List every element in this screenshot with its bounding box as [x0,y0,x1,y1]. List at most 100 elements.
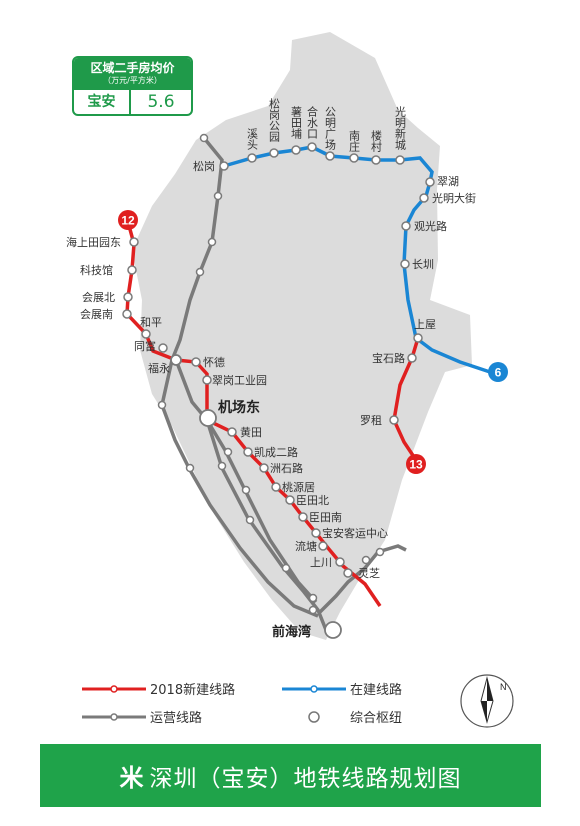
station-marker-misc-7 [217,461,227,471]
price-row: 宝安 5.6 [74,90,191,114]
footer-banner: 米 深圳（宝安）地铁线路规划图 [40,744,541,807]
station-marker-kejiguan[interactable] [127,265,137,275]
station-label-cuiganggongyeyuan: 翠岗工业园 [212,374,267,387]
station-marker-huizhanbei[interactable] [123,292,133,302]
station-marker-tongfu[interactable] [158,343,168,353]
station-marker-changzhen[interactable] [400,259,410,269]
station-marker-misc-4 [195,267,205,277]
station-label-baoankeyunzhongxin: 宝安客运中心 [322,526,388,540]
station-marker-liutang[interactable] [318,541,328,551]
station-marker-chentiannan[interactable] [298,512,308,522]
station-label-baoshilu: 宝石路 [372,351,405,365]
station-marker-huizhannan[interactable] [122,309,132,319]
station-marker-heshuikou[interactable] [307,142,317,152]
legend-item-under-construction: 在建线路 [282,682,402,698]
station-marker-cuiganggongyeyuan[interactable] [202,375,212,385]
station-marker-haishangtianyuandong[interactable] [129,237,139,247]
line-6-badge: 6 [488,362,508,382]
station-label-chentianbei: 臣田北 [296,494,329,507]
station-label-shangwu: 上屋 [414,318,436,331]
line-6-badge-label: 6 [495,366,502,380]
operating-line-3 [205,419,318,604]
station-marker-taoyuanju[interactable] [271,482,281,492]
station-marker-misc-8 [241,485,251,495]
station-label-qianhaiwan: 前海湾 [272,624,311,640]
station-marker-zhoushilu[interactable] [259,463,269,473]
station-marker-misc-12 [308,593,318,603]
station-marker-misc-15 [375,547,385,557]
price-area: 宝安 [74,90,131,114]
station-label-taoyuanju: 桃源居 [282,480,315,494]
baoan-district-region-east [345,296,432,420]
price-unit: （万元/平方米） [103,76,162,85]
legend-item-new-2018: 2018新建线路 [82,682,235,698]
station-label-huaide: 怀德 [203,355,225,369]
station-marker-huangtian[interactable] [227,427,237,437]
operating-line-1 [160,136,319,618]
station-marker-misc-10 [245,515,255,525]
station-label-lingzhi: 灵芝 [358,567,380,580]
station-marker-luozu[interactable] [389,415,399,425]
station-marker-misc-11 [281,563,291,573]
station-marker-lingzhi[interactable] [343,568,353,578]
operating-line-4 [318,544,407,614]
price-info-box: 区域二手房均价 （万元/平方米） 宝安 5.6 [72,56,193,116]
station-label-shutianpu: 薯田埔 [290,106,303,139]
station-marker-misc-9 [223,447,233,457]
station-marker-misc-14 [361,555,371,565]
station-marker-xitou[interactable] [247,153,257,163]
station-marker-huaide[interactable] [191,357,201,367]
station-marker-shutianpu[interactable] [291,145,301,155]
compass-north-label: N [500,682,507,692]
station-marker-songgang[interactable] [219,161,229,171]
baoan-district-region [132,32,472,640]
station-marker-baoshilu[interactable] [407,353,417,363]
station-marker-chentianbei[interactable] [285,495,295,505]
line-6-route [223,145,491,374]
station-label-jichangdong: 机场东 [218,399,260,416]
station-labels: 松岗 翠湖 光明大街 观光路 长圳 上屋 宝石路 罗租 海上田园东 科技馆 会展… [66,159,476,580]
line-13-badge: 13 [406,454,426,474]
station-marker-kaichengerlu[interactable] [243,447,253,457]
station-marker-shangchuan[interactable] [335,557,345,567]
station-marker-guangmingdajie[interactable] [419,193,429,203]
line-12-badge: 12 [118,210,138,230]
station-marker-loucun[interactable] [371,155,381,165]
station-marker-nanzhuang[interactable] [349,153,359,163]
hub-legend-icon [308,711,320,723]
line-12-badge-label: 12 [121,214,135,228]
station-marker-gongmingguangchang[interactable] [325,151,335,161]
station-label-xitou: 溪头 [246,128,259,150]
legend: 2018新建线路 在建线路 运营线路 综合枢纽 [82,682,402,726]
station-label-tongfu: 同富 [134,339,156,353]
hub-qianhaiwan[interactable] [324,621,342,639]
station-marker-songganggongyuan[interactable] [269,148,279,158]
station-label-haishangtianyuandong: 海上田园东 [66,235,121,249]
station-label-songgang: 松岗 [193,159,215,173]
station-marker-guangmingxincheng[interactable] [395,155,405,165]
station-marker-cuihu[interactable] [425,177,435,187]
station-label-songganggongyuan: 松岗公园 [268,97,281,143]
station-marker-misc-5 [157,400,167,410]
hub-fuyong[interactable] [170,354,182,366]
station-label-guangmingxincheng: 光明新城 [394,105,407,150]
hub-jichangdong[interactable] [199,409,217,427]
metro-logo-icon: 米 [119,764,144,792]
price-header: 区域二手房均价 （万元/平方米） [74,58,191,90]
legend-item-hub: 综合枢纽 [308,711,402,726]
compass-icon: N [460,674,514,728]
station-label-kaichengerlu: 凯成二路 [254,446,298,459]
footer-title: 深圳（宝安）地铁线路规划图 [149,765,462,792]
station-marker-misc-6 [185,463,195,473]
station-marker-heping[interactable] [141,329,151,339]
station-marker-baoankeyunzhongxin[interactable] [311,528,321,538]
station-marker-shangwu[interactable] [413,333,423,343]
station-label-gongmingguangchang: 公明广场 [324,106,337,151]
station-label-cuihu: 翠湖 [437,175,459,188]
station-marker-guanguanglu[interactable] [401,221,411,231]
line-13-badge-label: 13 [409,458,423,472]
station-marker-misc-13 [308,605,318,615]
station-marker-misc-3 [207,237,217,247]
legend-item-operating: 运营线路 [82,710,202,726]
